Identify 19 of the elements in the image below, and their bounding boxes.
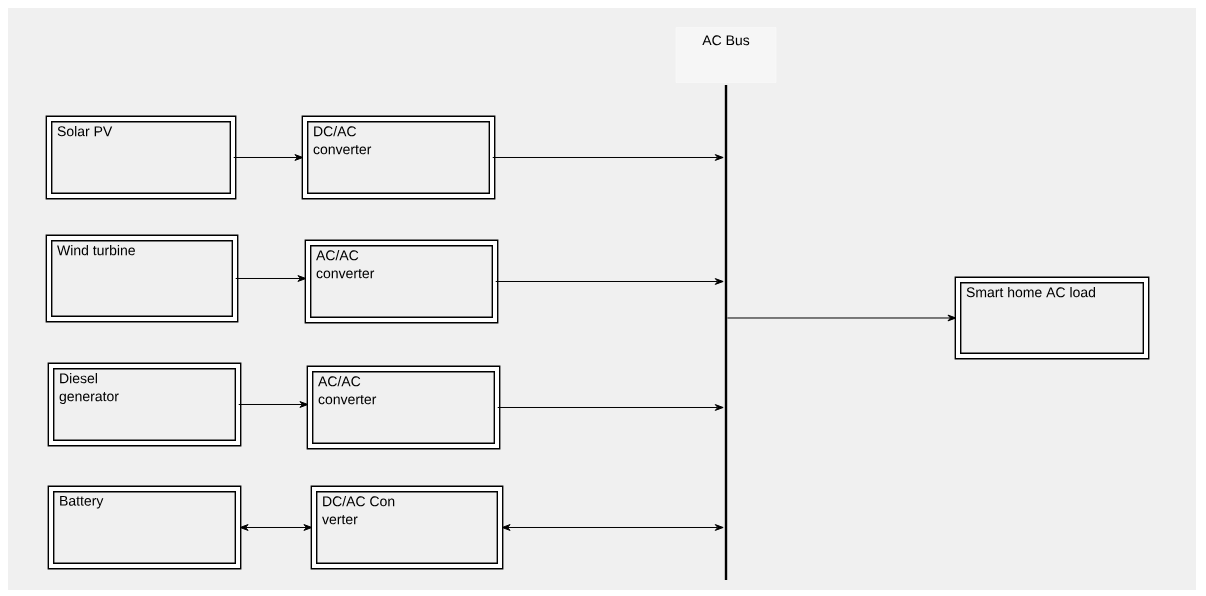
- block-box: Solar PV: [45, 115, 237, 200]
- block-box: Smart home AC load: [954, 276, 1150, 360]
- arrow: [501, 524, 724, 531]
- arrow: [238, 401, 309, 408]
- arrow: [495, 278, 724, 285]
- bus-bar: AC Bus: [675, 27, 777, 580]
- arrow: [492, 154, 724, 161]
- block-box: Wind turbine: [45, 234, 239, 323]
- arrow: [497, 404, 724, 411]
- block-box: AC/AC converter: [304, 239, 499, 324]
- block-box: DC/AC Con verter: [310, 485, 504, 570]
- arrow: [235, 275, 307, 282]
- block-box: DC/AC converter: [301, 115, 496, 200]
- arrow: [233, 154, 304, 161]
- block-box: Battery: [47, 485, 242, 570]
- arrow: [239, 524, 313, 531]
- block-box: AC/AC converter: [306, 365, 501, 450]
- arrow: [726, 314, 957, 322]
- block-box: Diesel generator: [47, 362, 242, 447]
